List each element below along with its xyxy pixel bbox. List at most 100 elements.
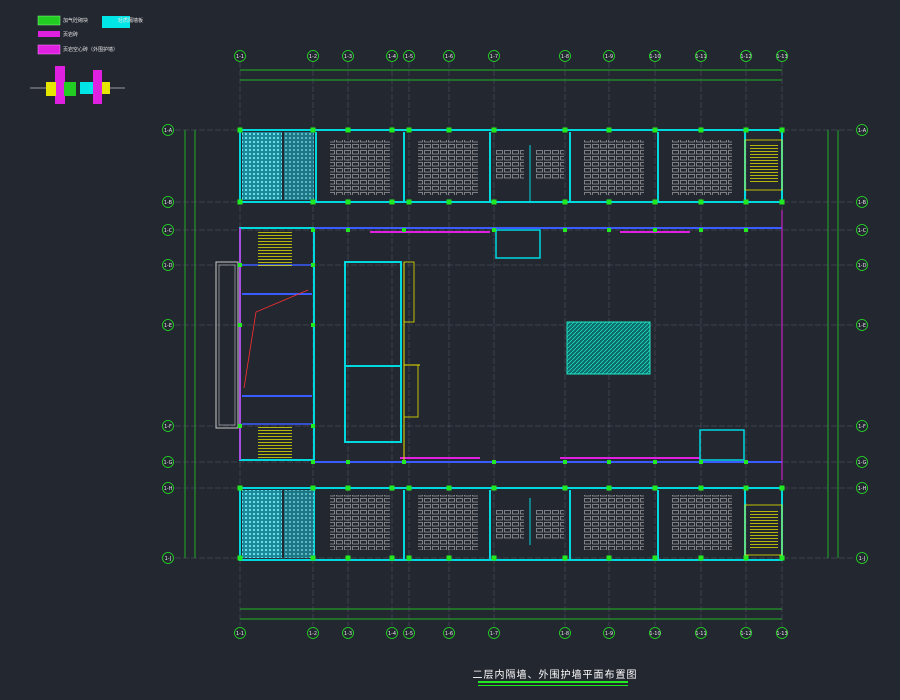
column: [779, 555, 785, 561]
washroom-top-left: [242, 132, 282, 200]
grid-bubble-1-J: 1-J: [162, 552, 174, 564]
svg-text:1-13: 1-13: [776, 631, 787, 637]
column: [779, 199, 785, 205]
column: [446, 127, 452, 133]
column: [311, 460, 315, 464]
svg-text:1-5: 1-5: [405, 54, 413, 60]
central-room-upper: [344, 261, 402, 367]
grid-bubble-1-J: 1-J: [856, 552, 868, 564]
column: [562, 555, 568, 561]
legend-label-aerated-block: 加气砼砌块: [63, 18, 89, 24]
column: [653, 228, 657, 232]
column: [607, 460, 611, 464]
grid-bubble-1-2: 1-2: [307, 627, 319, 639]
column: [406, 555, 412, 561]
grid-bubble-1-4: 1-4: [386, 627, 398, 639]
grid-bubble-1-F: 1-F: [856, 420, 868, 432]
grid-bubble-1-9: 1-9: [603, 627, 615, 639]
svg-text:1-12: 1-12: [740, 631, 751, 637]
column: [779, 127, 785, 133]
svg-text:1-7: 1-7: [490, 631, 498, 637]
grid-bubble-1-10: 1-10: [649, 627, 661, 639]
grid-bubble-1-G: 1-G: [162, 456, 174, 468]
column: [345, 127, 351, 133]
column: [698, 199, 704, 205]
svg-text:1-4: 1-4: [388, 54, 396, 60]
column: [606, 555, 612, 561]
grid-bubble-1-11: 1-11: [695, 50, 707, 62]
column: [492, 228, 496, 232]
column: [345, 555, 351, 561]
svg-text:1-8: 1-8: [561, 54, 569, 60]
classroom-desks: [330, 140, 732, 550]
column: [238, 323, 242, 327]
svg-text:1-3: 1-3: [344, 54, 352, 60]
left-gallery-outline: [215, 261, 239, 429]
grid-bubble-1-8: 1-8: [559, 50, 571, 62]
legend-swatch-aerated-block: [37, 15, 61, 26]
grid-bubble-1-H: 1-H: [856, 482, 868, 494]
svg-text:1-G: 1-G: [857, 460, 866, 466]
legend-label-hollow-brick: 页岩空心砖（外围护墙）: [63, 47, 119, 53]
grid-bubble-1-4: 1-4: [386, 50, 398, 62]
grid-bubble-1-9: 1-9: [603, 50, 615, 62]
column: [311, 424, 315, 428]
stair-left-lower: [258, 426, 292, 460]
stair-right-upper: [750, 145, 778, 183]
svg-text:1-2: 1-2: [309, 54, 317, 60]
title-underline: [478, 681, 628, 683]
grid-bubble-1-7: 1-7: [488, 50, 500, 62]
central-courtyard-block: [566, 321, 651, 375]
column: [311, 228, 315, 232]
svg-text:1-E: 1-E: [858, 323, 866, 329]
grid-bubble-1-G: 1-G: [856, 456, 868, 468]
stair-right-lower: [750, 510, 778, 548]
svg-text:1-F: 1-F: [164, 424, 172, 430]
column: [402, 228, 406, 232]
svg-text:1-11: 1-11: [695, 54, 706, 60]
stairs: [258, 139, 783, 556]
svg-text:1-J: 1-J: [859, 556, 866, 562]
column: [606, 485, 612, 491]
grid-bubble-1-3: 1-3: [342, 627, 354, 639]
legend-swatch-shale-brick: [38, 31, 60, 37]
svg-text:1-1: 1-1: [236, 631, 244, 637]
svg-text:1-5: 1-5: [405, 631, 413, 637]
svg-text:1-H: 1-H: [164, 486, 173, 492]
column: [491, 127, 497, 133]
svg-text:1-B: 1-B: [164, 200, 173, 206]
svg-text:1-G: 1-G: [163, 460, 172, 466]
grid-bubble-1-A: 1-A: [162, 124, 174, 136]
column: [310, 127, 316, 133]
column: [237, 127, 243, 133]
svg-text:1-1: 1-1: [236, 54, 244, 60]
svg-text:1-7: 1-7: [490, 54, 498, 60]
column: [562, 199, 568, 205]
column: [406, 199, 412, 205]
legend-swatch-hollow-brick: [37, 44, 61, 55]
column: [402, 460, 406, 464]
svg-text:1-D: 1-D: [858, 263, 867, 269]
legend-label-partition-board: 轻质隔墙板: [118, 18, 144, 24]
grid-bubble-1-1: 1-1: [234, 627, 246, 639]
column: [699, 460, 703, 464]
grid-bubble-1-13: 1-13: [776, 50, 788, 62]
column: [652, 127, 658, 133]
column: [698, 127, 704, 133]
grid-bubble-1-C: 1-C: [162, 224, 174, 236]
grid-bubble-1-E: 1-E: [162, 319, 174, 331]
legend-swatch-partition-board: [102, 16, 130, 28]
washroom-bottom-left: [242, 490, 282, 558]
column: [237, 485, 243, 491]
grid-bubble-1-12: 1-12: [740, 627, 752, 639]
svg-text:1-8: 1-8: [561, 631, 569, 637]
column: [346, 460, 350, 464]
svg-text:1-2: 1-2: [309, 631, 317, 637]
column: [562, 485, 568, 491]
column: [310, 485, 316, 491]
grid-bubble-1-B: 1-B: [856, 196, 868, 208]
column: [491, 199, 497, 205]
column: [310, 555, 316, 561]
svg-text:1-B: 1-B: [858, 200, 867, 206]
grid-bubble-1-D: 1-D: [856, 259, 868, 271]
